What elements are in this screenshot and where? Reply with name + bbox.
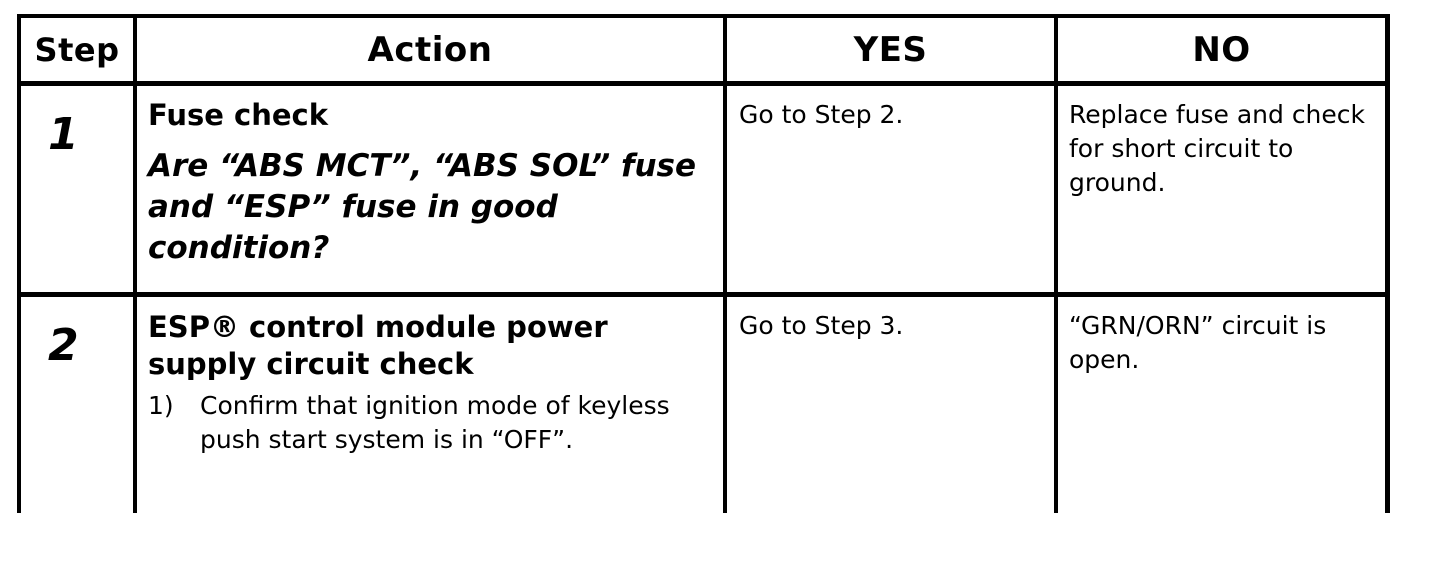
column-divider-action [723, 14, 727, 513]
header-step: Step [34, 30, 120, 69]
action-question: Are “ABS MCT”, “ABS SOL” fuse and “ESP” … [148, 148, 697, 266]
header-no: NO [1192, 29, 1251, 70]
column-divider-yes [1054, 14, 1058, 513]
action-cell: ESP® control module power supply circuit… [148, 309, 718, 457]
column-divider-step [133, 14, 137, 513]
substep-item: 1) Confirm that ignition mode of keyless… [148, 389, 718, 457]
no-cell: “GRN/ORN” circuit is open. [1069, 311, 1327, 374]
substep-text: Confirm that ignition mode of keyless pu… [200, 391, 670, 454]
action-title: ESP® control module power supply circuit… [148, 310, 608, 381]
column-border-right [1385, 14, 1390, 513]
header-yes: YES [853, 29, 928, 70]
table-border-top [17, 14, 1390, 18]
step-number: 1 [48, 109, 79, 160]
header-divider [17, 81, 1390, 86]
row-divider [17, 292, 1390, 297]
yes-cell: Go to Step 2. [739, 100, 904, 129]
no-cell: Replace fuse and check for short circuit… [1069, 100, 1366, 197]
column-border-left [17, 14, 21, 513]
yes-cell: Go to Step 3. [739, 311, 904, 340]
substep-number: 1) [148, 391, 174, 420]
header-action: Action [367, 29, 493, 70]
action-title: Fuse check [148, 98, 329, 132]
action-cell: Fuse check Are “ABS MCT”, “ABS SOL” fuse… [148, 97, 718, 269]
step-number: 2 [48, 320, 79, 371]
